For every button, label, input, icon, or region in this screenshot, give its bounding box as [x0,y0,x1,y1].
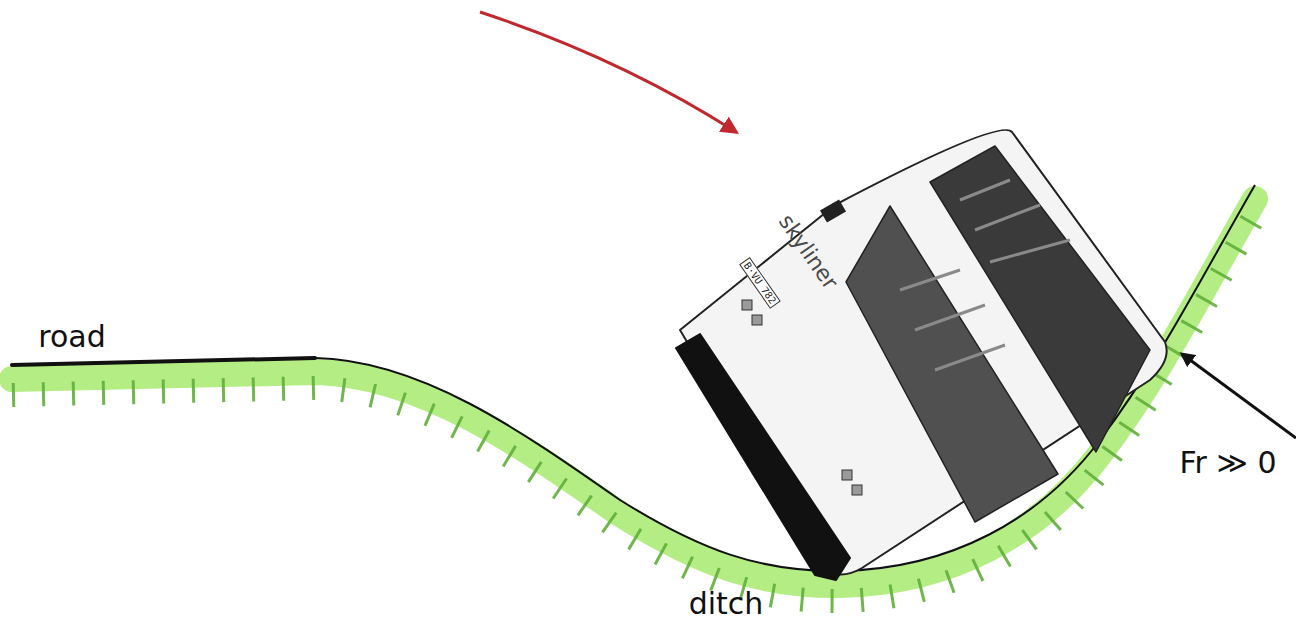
force-arrow [1182,354,1296,438]
bus-body [680,130,1167,574]
headlight [842,470,852,480]
ditch-label: ditch [689,587,764,620]
road-surface [12,358,315,365]
window-reflection [900,180,1070,370]
bus-logo: skyliner [774,210,843,294]
headlight [752,315,762,325]
headlight [852,485,862,495]
ground-label: road [38,320,105,353]
bus [676,130,1167,580]
license-plate: B·VU 782 [739,257,781,309]
headlight [742,300,752,310]
force-label: Fr ≫ 0 [1180,446,1277,479]
mirror [820,199,846,222]
rotation-arrow [480,12,736,132]
front-bumper [676,334,850,580]
